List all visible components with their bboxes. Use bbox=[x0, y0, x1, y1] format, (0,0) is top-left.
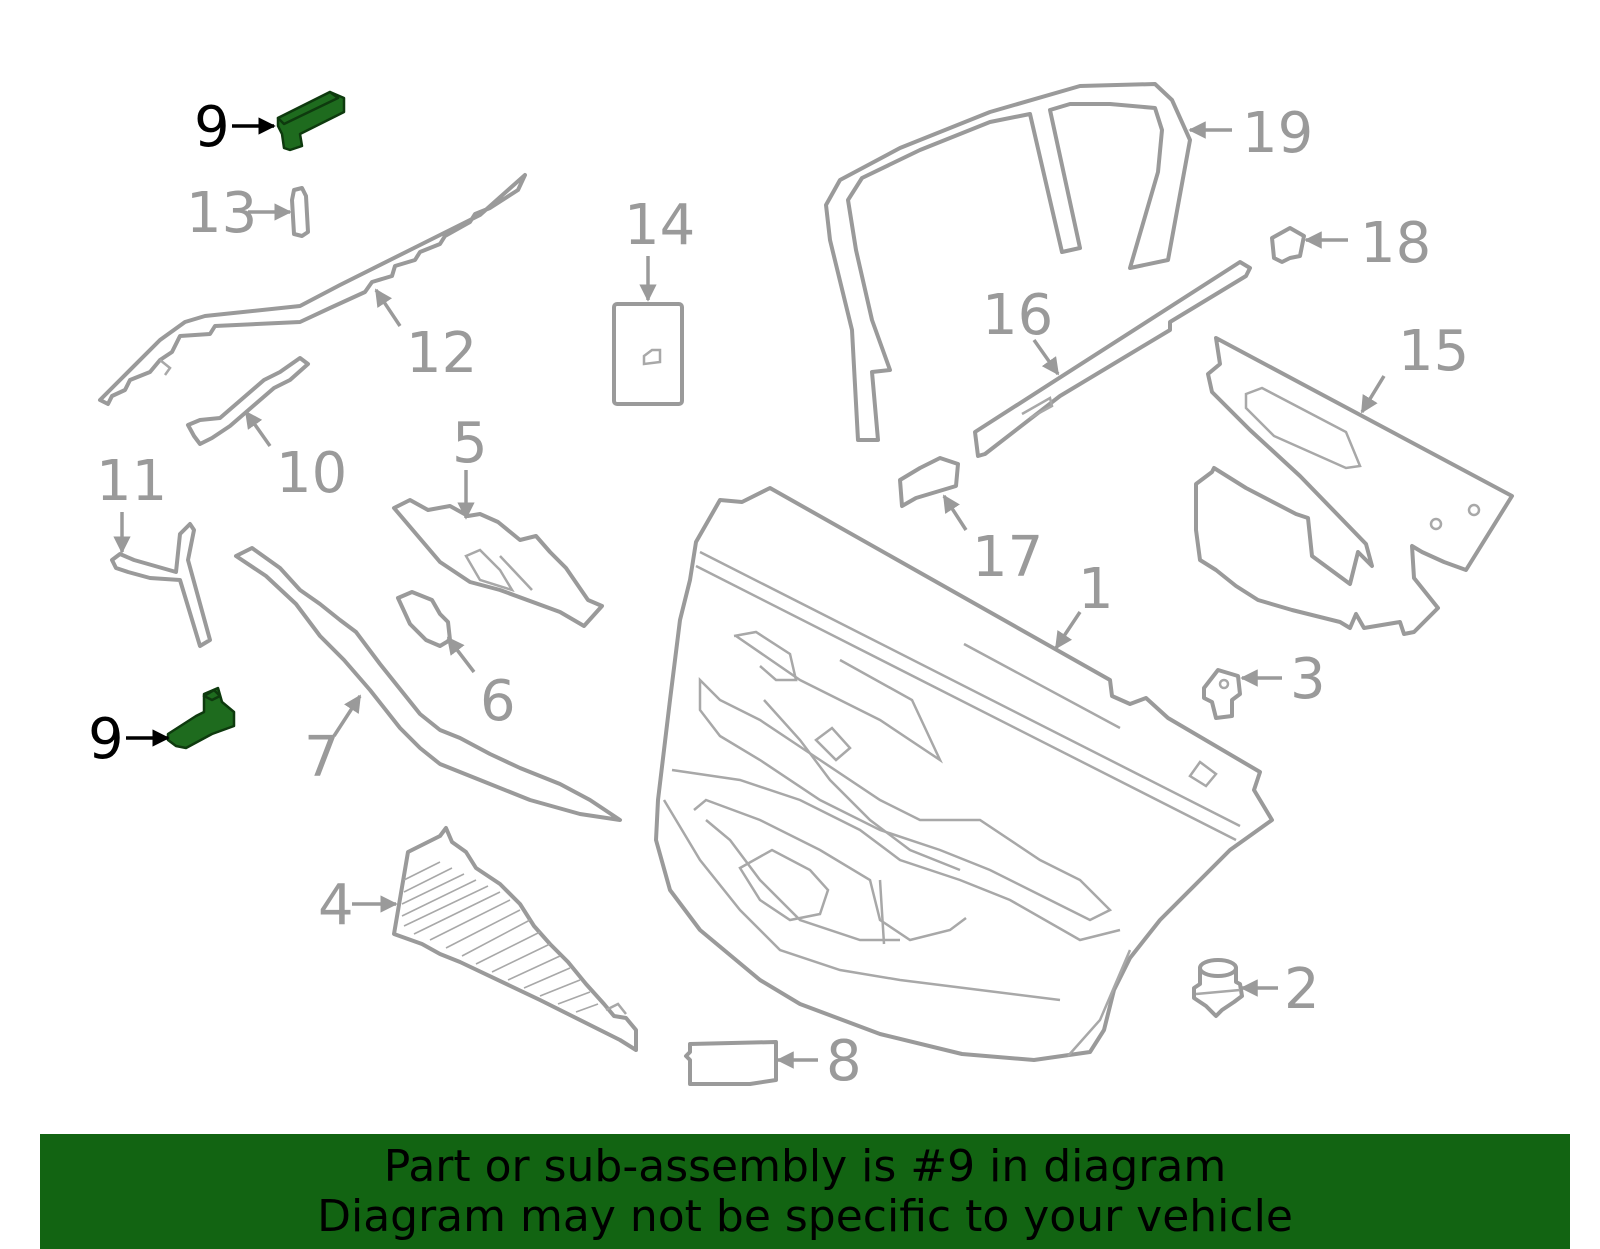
part-10-cable[interactable] bbox=[186, 356, 310, 446]
part-19-window-frame[interactable] bbox=[824, 82, 1192, 442]
callout-4: 4 bbox=[318, 873, 354, 938]
callout-9-lower: 9 bbox=[88, 707, 124, 772]
part-18-clip[interactable] bbox=[1270, 226, 1306, 264]
info-banner: Part or sub-assembly is #9 in diagram Di… bbox=[40, 1134, 1570, 1249]
part-2-fastener[interactable] bbox=[1192, 958, 1244, 1018]
callout-12: 12 bbox=[406, 321, 477, 386]
leader-lines bbox=[113, 117, 1386, 1069]
part-7-armrest-trim[interactable] bbox=[234, 546, 622, 822]
part-12-upper-trim[interactable] bbox=[98, 173, 527, 406]
callout-labels: 1 2 3 4 5 6 7 8 9 9 10 11 12 13 14 15 16… bbox=[88, 95, 1469, 1094]
callout-17: 17 bbox=[972, 525, 1043, 590]
callout-5: 5 bbox=[452, 411, 488, 476]
callout-18: 18 bbox=[1360, 211, 1431, 276]
part-5-switch-bezel[interactable] bbox=[392, 498, 604, 628]
part-16-belt-molding[interactable] bbox=[973, 260, 1252, 458]
callout-1: 1 bbox=[1078, 557, 1114, 622]
callout-9-upper: 9 bbox=[194, 95, 230, 160]
callout-19: 19 bbox=[1242, 101, 1313, 166]
part-4-map-pocket[interactable] bbox=[392, 826, 638, 1052]
part-17-bracket[interactable] bbox=[898, 456, 960, 508]
callout-6: 6 bbox=[480, 669, 516, 734]
part-11-harness[interactable] bbox=[110, 522, 212, 648]
callout-3: 3 bbox=[1290, 647, 1326, 712]
callout-8: 8 bbox=[826, 1029, 862, 1094]
banner-line-1: Part or sub-assembly is #9 in diagram bbox=[383, 1141, 1227, 1192]
part-9-highlighted-lower[interactable] bbox=[166, 686, 236, 750]
callout-7: 7 bbox=[304, 725, 340, 790]
banner-line-2: Diagram may not be specific to your vehi… bbox=[317, 1191, 1293, 1242]
callout-14: 14 bbox=[624, 193, 695, 258]
callout-15: 15 bbox=[1398, 319, 1469, 384]
part-1-door-trim-panel[interactable] bbox=[654, 486, 1274, 1062]
callout-16: 16 bbox=[982, 283, 1053, 348]
part-6-handle-insert[interactable] bbox=[396, 590, 452, 648]
map-pocket-hatching bbox=[401, 861, 599, 1013]
part-13-clip[interactable] bbox=[290, 186, 310, 238]
callout-10: 10 bbox=[276, 441, 347, 506]
part-9-highlighted-upper[interactable] bbox=[276, 90, 346, 152]
callout-13: 13 bbox=[186, 181, 257, 246]
part-15-water-shield[interactable] bbox=[1194, 336, 1514, 636]
part-14-module[interactable] bbox=[612, 302, 684, 406]
callout-11: 11 bbox=[96, 449, 167, 514]
callout-2: 2 bbox=[1284, 957, 1320, 1022]
part-8-module[interactable] bbox=[684, 1040, 778, 1086]
part-3-clip[interactable] bbox=[1202, 668, 1242, 720]
